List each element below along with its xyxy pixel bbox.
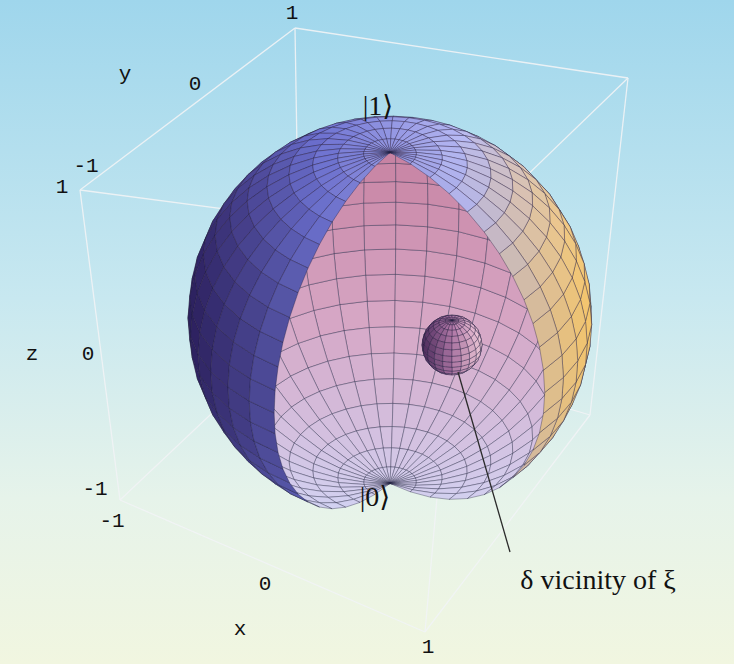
sphere-patch	[395, 274, 425, 302]
sphere-patch	[448, 320, 452, 324]
sphere-patch	[304, 500, 332, 509]
sphere-patch	[452, 349, 461, 356]
sphere-patch	[450, 320, 452, 324]
sphere-patch	[390, 483, 413, 491]
sphere-patch	[496, 465, 523, 485]
sphere-patch	[336, 275, 367, 304]
sphere-patch	[452, 342, 460, 349]
sphere-patch	[452, 320, 456, 324]
axis-label: y	[119, 63, 132, 86]
sphere-patch	[513, 452, 540, 478]
box-edge	[120, 500, 425, 632]
sphere-patch	[484, 223, 512, 254]
sphere-patch	[340, 144, 366, 149]
sphere-patch	[425, 251, 457, 281]
tick-label: 0	[259, 573, 272, 596]
sphere-patch	[452, 320, 454, 324]
axis-label: z	[26, 343, 39, 366]
box-edge	[460, 78, 628, 240]
vicinity-sphere	[422, 315, 482, 375]
sphere-patch	[340, 301, 369, 330]
sphere-patch	[414, 146, 440, 151]
box-edge	[590, 78, 628, 415]
sphere-patch	[452, 336, 459, 343]
sphere-patch	[367, 300, 395, 327]
box-edge	[80, 190, 120, 500]
sphere-patch	[420, 302, 450, 332]
sphere-patch	[452, 355, 461, 362]
sphere-patch	[436, 341, 445, 350]
sphere-patch	[410, 162, 435, 178]
sphere-patch	[430, 174, 456, 194]
sphere-patch	[364, 202, 396, 226]
box-edge	[295, 28, 628, 78]
tick-label: 0	[82, 343, 95, 366]
sphere-patch	[366, 274, 396, 301]
callout-label: δ vicinity of ξ	[520, 565, 676, 596]
box-edge	[300, 330, 590, 415]
sphere-patch	[334, 250, 366, 279]
tick-label: 0	[189, 73, 202, 96]
sphere-patch	[390, 478, 416, 483]
sphere-patch	[390, 148, 415, 153]
tick-label: 1	[286, 2, 299, 25]
sphere-patch	[336, 180, 360, 202]
sphere-patch	[446, 319, 452, 321]
box-edge	[80, 28, 295, 190]
sphere-patch	[395, 249, 426, 276]
sphere-patch	[443, 349, 452, 356]
sphere-patch	[452, 325, 456, 331]
sphere-patch	[396, 225, 428, 251]
sphere-patch	[390, 476, 415, 484]
tick-label: 1	[56, 176, 69, 199]
sphere-patch	[371, 353, 394, 379]
bounding-box	[80, 28, 628, 632]
sphere-patch	[443, 355, 452, 362]
bloch-sphere	[188, 116, 592, 509]
sphere-patch	[369, 327, 395, 354]
sphere-patch	[452, 330, 458, 337]
tick-label: -1	[82, 478, 107, 501]
sphere-patch	[444, 342, 452, 349]
state-label: |1⟩	[363, 91, 394, 122]
sphere-patch	[374, 379, 394, 404]
sphere-patch	[372, 153, 390, 167]
sphere-patch	[396, 202, 428, 227]
sphere-patch	[390, 150, 416, 152]
leader-line	[458, 372, 510, 552]
sphere-patch	[364, 182, 396, 204]
axis-label: x	[234, 618, 247, 641]
tick-label: 1	[422, 636, 435, 659]
sphere-patch	[445, 336, 452, 343]
sphere-patch	[395, 300, 423, 328]
sphere-patch	[396, 182, 428, 205]
sphere-patch	[333, 226, 365, 254]
sphere-patch	[278, 260, 308, 293]
tick-label: -1	[73, 155, 98, 178]
sphere-patch	[423, 276, 454, 306]
state-label: |0⟩	[360, 482, 391, 513]
sphere-patch	[365, 249, 396, 275]
sphere-patch	[446, 330, 452, 337]
sphere-patch	[390, 153, 413, 164]
box-edge	[120, 330, 300, 500]
sphere-patch	[452, 319, 458, 321]
sphere-patch	[364, 225, 396, 250]
box-edge	[425, 415, 590, 632]
sphere-patch	[394, 353, 417, 380]
tick-label: -1	[99, 510, 124, 533]
sphere-patch	[394, 327, 420, 355]
sphere-patch	[354, 165, 375, 183]
sphere-patch	[448, 325, 452, 331]
sphere-patch	[459, 341, 468, 350]
